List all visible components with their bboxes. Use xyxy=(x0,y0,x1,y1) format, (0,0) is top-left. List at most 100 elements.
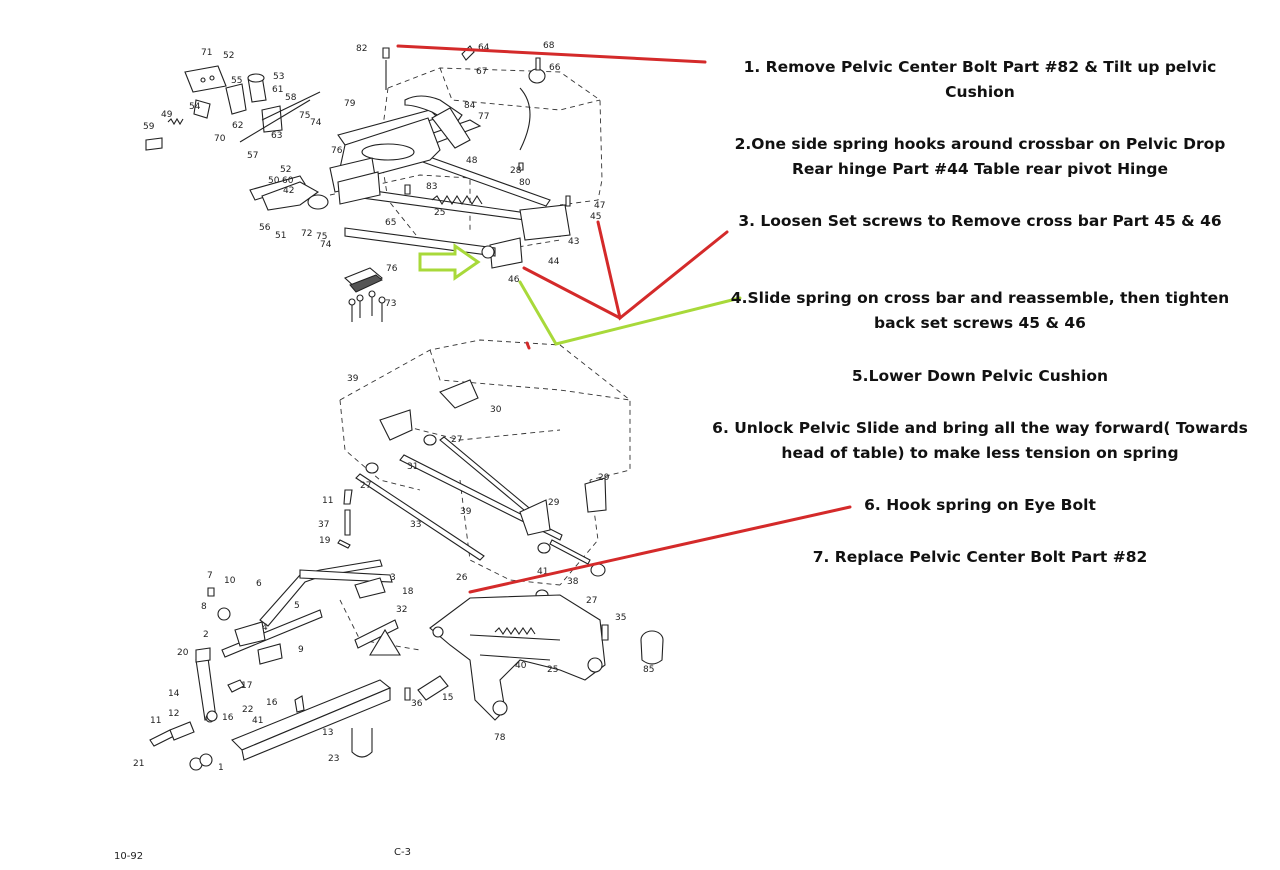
green-line-step4 xyxy=(518,280,742,346)
callout-2: 2 xyxy=(203,630,209,640)
callout-31: 31 xyxy=(407,462,418,472)
callout-54: 54 xyxy=(189,102,201,112)
callout-10a: 10 xyxy=(224,576,236,586)
callout-33: 33 xyxy=(410,520,421,530)
callout-74b: 74 xyxy=(320,240,332,250)
callout-19: 19 xyxy=(319,536,331,546)
callout-75a: 75 xyxy=(299,111,310,121)
callout-78: 78 xyxy=(494,733,506,743)
callout-82: 82 xyxy=(356,44,367,54)
callout-52b: 52 xyxy=(280,165,291,175)
callout-36: 36 xyxy=(411,699,423,709)
callout-79: 79 xyxy=(344,99,356,109)
callout-23: 23 xyxy=(328,754,339,764)
callout-77: 77 xyxy=(478,112,489,122)
callout-43: 43 xyxy=(568,237,579,247)
callout-76a: 76 xyxy=(331,146,343,156)
callout-28: 28 xyxy=(510,166,522,176)
callout-50: 50 xyxy=(268,176,280,186)
callout-47: 47 xyxy=(594,201,605,211)
instruction-step-5: 5.Lower Down Pelvic Cushion xyxy=(851,367,1109,385)
callout-25a: 25 xyxy=(434,208,445,218)
callout-16b: 16 xyxy=(222,713,234,723)
callout-74a: 74 xyxy=(310,118,322,128)
red-line-step1 xyxy=(396,44,707,64)
top-assembly xyxy=(145,45,603,322)
callout-51: 51 xyxy=(275,231,286,241)
callout-44: 44 xyxy=(548,257,560,267)
callout-38: 38 xyxy=(567,577,579,587)
callout-25b: 25 xyxy=(547,665,558,675)
callout-76b: 76 xyxy=(386,264,398,274)
instruction-step-2: 2.One side spring hooks around crossbar … xyxy=(734,135,1226,178)
callout-41b: 41 xyxy=(252,716,263,726)
callout-27c: 27 xyxy=(586,596,597,606)
red-line-step3-b xyxy=(522,266,622,320)
red-mark xyxy=(525,341,531,350)
callout-45: 45 xyxy=(590,212,601,222)
callout-80: 80 xyxy=(519,178,531,188)
instruction-step-6b: 6. Hook spring on Eye Bolt xyxy=(864,496,1096,514)
footer-page: C-3 xyxy=(394,847,411,858)
callout-30: 30 xyxy=(490,405,502,415)
callout-41a: 41 xyxy=(537,567,548,577)
footer-date: 10-92 xyxy=(114,851,144,862)
callout-70: 70 xyxy=(214,134,226,144)
callout-labels-bottom: 39 30 27 31 27 29 29 11 37 19 33 39 41 3… xyxy=(133,374,654,773)
callout-56: 56 xyxy=(259,223,271,233)
callout-85: 85 xyxy=(643,665,654,675)
callout-6: 6 xyxy=(256,579,262,589)
callout-1: 1 xyxy=(218,763,224,773)
callout-46: 46 xyxy=(508,275,520,285)
callout-39a: 39 xyxy=(347,374,359,384)
callout-66: 66 xyxy=(549,63,561,73)
callout-75b: 75 xyxy=(316,232,327,242)
callout-20: 20 xyxy=(177,648,189,658)
callout-83: 83 xyxy=(426,182,437,192)
callout-65: 65 xyxy=(385,218,396,228)
red-line-step3-a xyxy=(596,220,729,321)
callout-42: 42 xyxy=(283,186,294,196)
callout-27b: 27 xyxy=(360,481,371,491)
callout-40: 40 xyxy=(515,661,527,671)
callout-59: 59 xyxy=(143,122,155,132)
callout-52a: 52 xyxy=(223,51,234,61)
callout-84: 84 xyxy=(464,101,476,111)
callout-62: 62 xyxy=(232,121,243,131)
callout-26: 26 xyxy=(456,573,468,583)
callout-17: 17 xyxy=(241,681,252,691)
callout-48: 48 xyxy=(466,156,478,166)
callout-9: 9 xyxy=(298,645,304,655)
callout-12: 12 xyxy=(168,709,179,719)
callout-18: 18 xyxy=(402,587,414,597)
callout-63: 63 xyxy=(271,131,282,141)
callout-29a: 29 xyxy=(548,498,560,508)
callout-29b: 29 xyxy=(598,473,610,483)
callout-8: 8 xyxy=(201,602,207,612)
callout-68: 68 xyxy=(543,41,555,51)
red-line-step6 xyxy=(468,505,852,594)
callout-7: 7 xyxy=(207,571,213,581)
callout-57: 57 xyxy=(247,151,258,161)
callout-49: 49 xyxy=(161,110,173,120)
instruction-step-6a: 6. Unlock Pelvic Slide and bring all the… xyxy=(712,419,1248,462)
callout-72: 72 xyxy=(301,229,312,239)
callout-16a: 16 xyxy=(266,698,278,708)
callout-64: 64 xyxy=(478,43,490,53)
callout-13: 13 xyxy=(322,728,333,738)
callout-11b: 11 xyxy=(150,716,161,726)
callout-58: 58 xyxy=(285,93,297,103)
callout-37: 37 xyxy=(318,520,329,530)
callout-15: 15 xyxy=(442,693,453,703)
callout-labels-top: 82 64 67 68 66 71 52 55 53 61 58 49 54 6… xyxy=(143,41,605,309)
instruction-step-1: 1. Remove Pelvic Center Bolt Part #82 & … xyxy=(743,58,1217,101)
callout-3: 3 xyxy=(390,573,396,583)
callout-11a: 11 xyxy=(322,496,333,506)
bottom-assembly xyxy=(149,339,664,771)
callout-5: 5 xyxy=(294,601,300,611)
callout-32: 32 xyxy=(396,605,407,615)
callout-71: 71 xyxy=(201,48,212,58)
callout-4: 4 xyxy=(262,623,268,633)
callout-60: 60 xyxy=(282,176,294,186)
instruction-step-4: 4.Slide spring on cross bar and reassemb… xyxy=(730,289,1230,332)
